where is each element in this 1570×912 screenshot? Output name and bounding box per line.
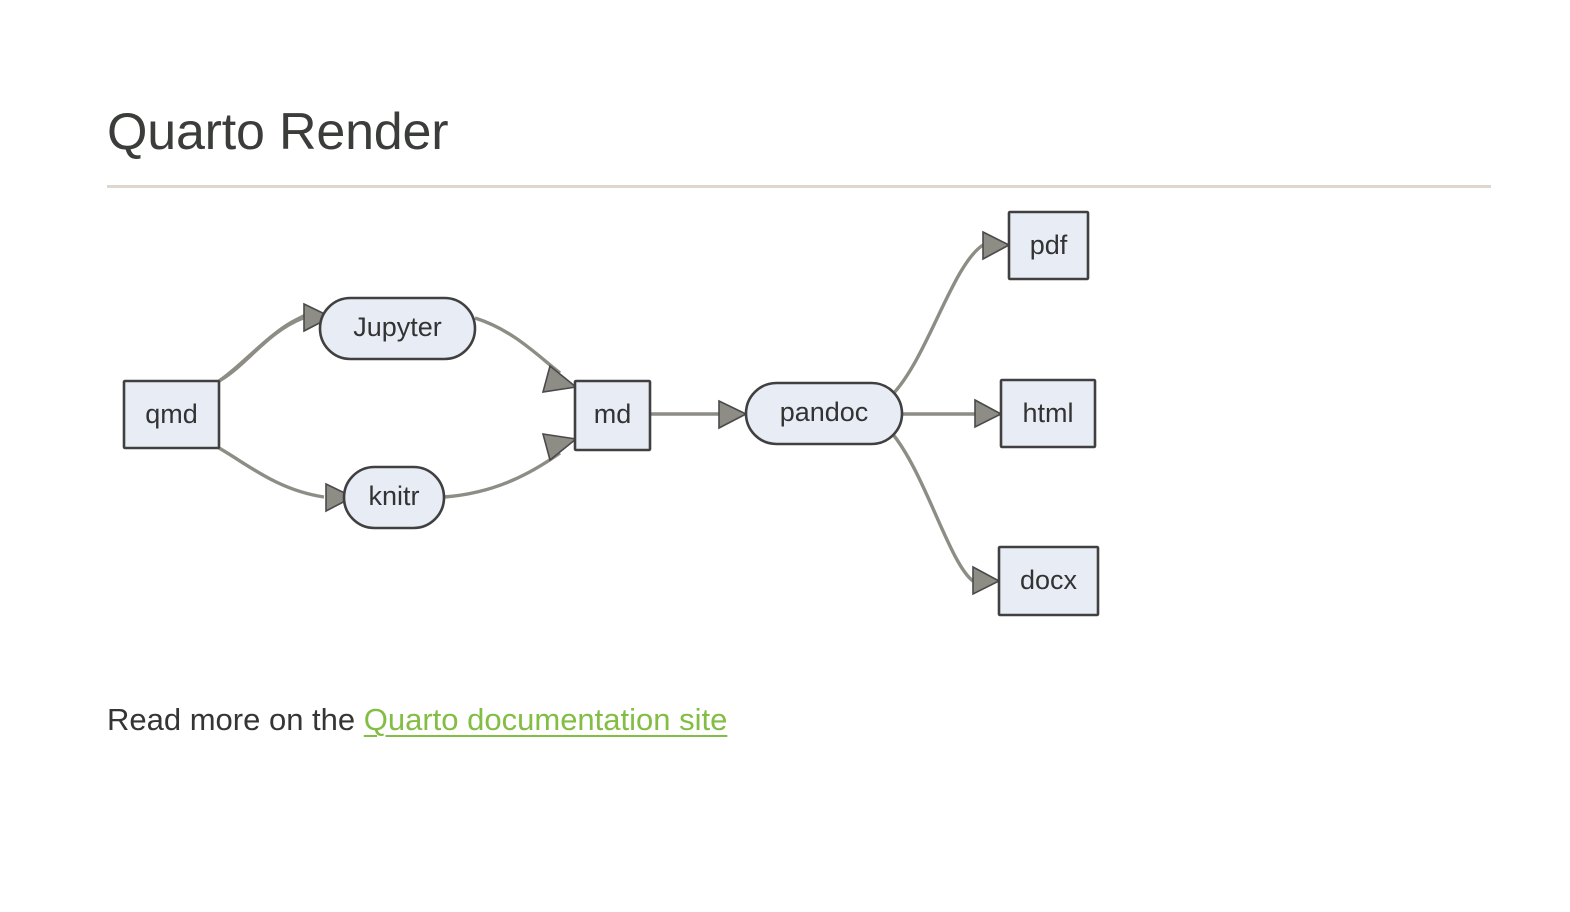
edge-knitr-to-md [443,451,561,499]
arrowhead-html [974,398,1003,429]
document-content: Quarto Render [107,0,1491,640]
node-pandoc[interactable]: pandoc [744,381,904,446]
arrowhead-docx [972,565,1001,596]
node-qmd[interactable]: qmd [122,379,221,450]
node-pdf-shape[interactable] [1007,210,1090,281]
node-docx-label: docx [1020,565,1078,595]
node-layer: qmd Jupyter knitr md [122,210,1100,617]
node-jupyter-label: Jupyter [353,312,442,342]
edge-pandoc-to-docx [889,430,975,583]
read-more-paragraph: Read more on the Quarto documentation si… [107,700,727,740]
node-pandoc-shape[interactable] [744,381,904,446]
node-md[interactable]: md [573,379,652,452]
arrowhead-jupyter [303,302,333,333]
node-docx[interactable]: docx [997,545,1100,617]
node-md-label: md [594,399,632,429]
quarto-documentation-link[interactable]: Quarto documentation site [363,702,728,737]
edge-layer [218,230,1011,596]
arrowhead-pandoc [718,399,748,430]
node-knitr[interactable]: knitr [342,465,446,530]
node-docx-shape[interactable] [997,545,1100,617]
node-knitr-label: knitr [368,481,419,511]
node-html-shape[interactable] [999,378,1097,449]
edge-jupyter-to-md [474,316,562,375]
read-more-prefix: Read more on the [107,702,364,737]
node-html[interactable]: html [999,378,1097,449]
arrowhead-pdf [982,230,1011,261]
edge-qmd-to-knitr [218,446,325,499]
quarto-render-flowchart: qmd Jupyter knitr md [107,210,1491,640]
node-md-shape[interactable] [573,379,652,452]
page-title: Quarto Render [107,103,449,161]
node-pandoc-label: pandoc [780,397,869,427]
flowchart-svg: qmd Jupyter knitr md [122,210,1100,617]
edge-qmd-to-jupyter-curve [218,316,304,383]
node-pdf[interactable]: pdf [1007,210,1090,281]
node-jupyter-shape[interactable] [318,296,477,361]
node-pdf-label: pdf [1030,230,1068,260]
arrowhead-md-top [541,364,578,393]
arrowhead-knitr [325,482,355,513]
title-divider [107,184,1491,188]
node-jupyter[interactable]: Jupyter [318,296,477,361]
node-qmd-label: qmd [145,399,198,429]
node-html-label: html [1022,398,1073,428]
node-knitr-shape[interactable] [342,465,446,530]
arrowhead-md-bottom [541,432,578,462]
node-qmd-shape[interactable] [122,379,221,450]
edge-pandoc-to-pdf [889,243,984,397]
